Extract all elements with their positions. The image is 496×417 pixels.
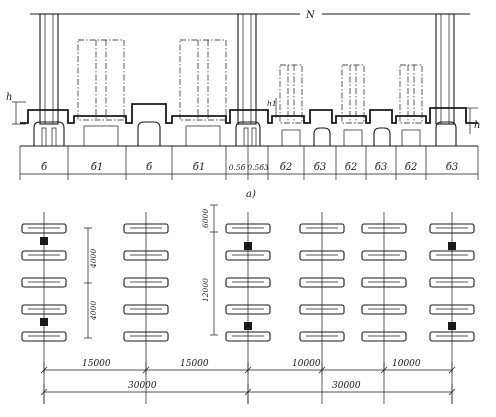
bracing-block (448, 322, 456, 330)
foundation-pad (225, 304, 271, 315)
width-label: б (41, 162, 48, 173)
foundation-pad (361, 277, 407, 288)
foundation-pad (429, 331, 475, 342)
width-label: б2 (345, 162, 357, 173)
foundation-pad (123, 304, 169, 315)
span-30000-a: 30000 (128, 381, 157, 391)
dim-12000: 12000 (201, 278, 210, 302)
foundation-pad (361, 223, 407, 234)
width-label: б3 (446, 162, 458, 173)
bracing-block (40, 237, 48, 245)
foundation-pad (361, 331, 407, 342)
label-h-left: h (6, 92, 12, 103)
dim-4000-b: 4000 (89, 301, 98, 321)
bracing-block (244, 322, 252, 330)
small-frame-outlines (279, 64, 423, 124)
foundation-pad (21, 304, 67, 315)
width-label: 0.5б (229, 163, 246, 172)
foundation-pad (225, 223, 271, 234)
label-h-right: h (474, 120, 480, 131)
foundation-pad (361, 250, 407, 261)
dim-6000: 6000 (201, 209, 210, 228)
foundation-pad (299, 223, 345, 234)
caption-a: а) (246, 189, 256, 200)
large-frame-outlines (77, 39, 227, 121)
dimension-h-left: h (6, 92, 26, 125)
label-h1: h1 (267, 99, 277, 108)
foundation-pad (429, 304, 475, 315)
foundation-pad (123, 277, 169, 288)
width-label: б1 (193, 162, 205, 173)
foundation-pad (225, 331, 271, 342)
span-15000-a: 15000 (82, 359, 111, 369)
span-10000-a: 10000 (292, 359, 321, 369)
width-label: б2 (405, 162, 417, 173)
foundation-pad (299, 277, 345, 288)
foundation-pad (123, 250, 169, 261)
dimension-h-right: h (464, 107, 480, 134)
cross-section-view: N (6, 10, 480, 200)
label-n: N (305, 10, 316, 21)
bracing-block (244, 242, 252, 250)
plan-view: 4000 4000 6000 12000 15000 15000 10000 1… (21, 204, 475, 404)
span-dimensions: 15000 15000 10000 10000 30000 30000 (40, 359, 456, 404)
foundation-pad (21, 331, 67, 342)
dim-4000-a: 4000 (89, 249, 98, 269)
width-label: б2 (280, 162, 292, 173)
width-label: б (146, 162, 153, 173)
span-10000-b: 10000 (392, 359, 421, 369)
width-label: б3 (375, 162, 387, 173)
foundation-pad (21, 250, 67, 261)
width-label: б1 (91, 162, 103, 173)
foundation-pad (21, 277, 67, 288)
foundation-pad (361, 304, 407, 315)
dimension-4000-chain: 4000 4000 (84, 227, 98, 339)
foundation-pad (225, 277, 271, 288)
bracing-block (448, 242, 456, 250)
main-columns (39, 13, 455, 125)
foundation-pad (299, 331, 345, 342)
span-15000-b: 15000 (180, 359, 209, 369)
foundation-pad (299, 250, 345, 261)
foundation-pad (429, 250, 475, 261)
foundation-pad (429, 277, 475, 288)
dimension-12000-chain: 6000 12000 (201, 204, 218, 336)
bracing-block (40, 318, 48, 326)
foundation-pad (429, 223, 475, 234)
foundation-pad (123, 331, 169, 342)
foundation-pad (21, 223, 67, 234)
span-30000-b: 30000 (332, 381, 361, 391)
width-label: 0.5б3 (247, 163, 269, 172)
foundation-pad (299, 304, 345, 315)
width-label: б3 (314, 162, 326, 173)
dimension-h1: h1 (267, 98, 277, 118)
foundation-pad (123, 223, 169, 234)
foundation-profile (20, 103, 478, 147)
foundation-pad (225, 250, 271, 261)
